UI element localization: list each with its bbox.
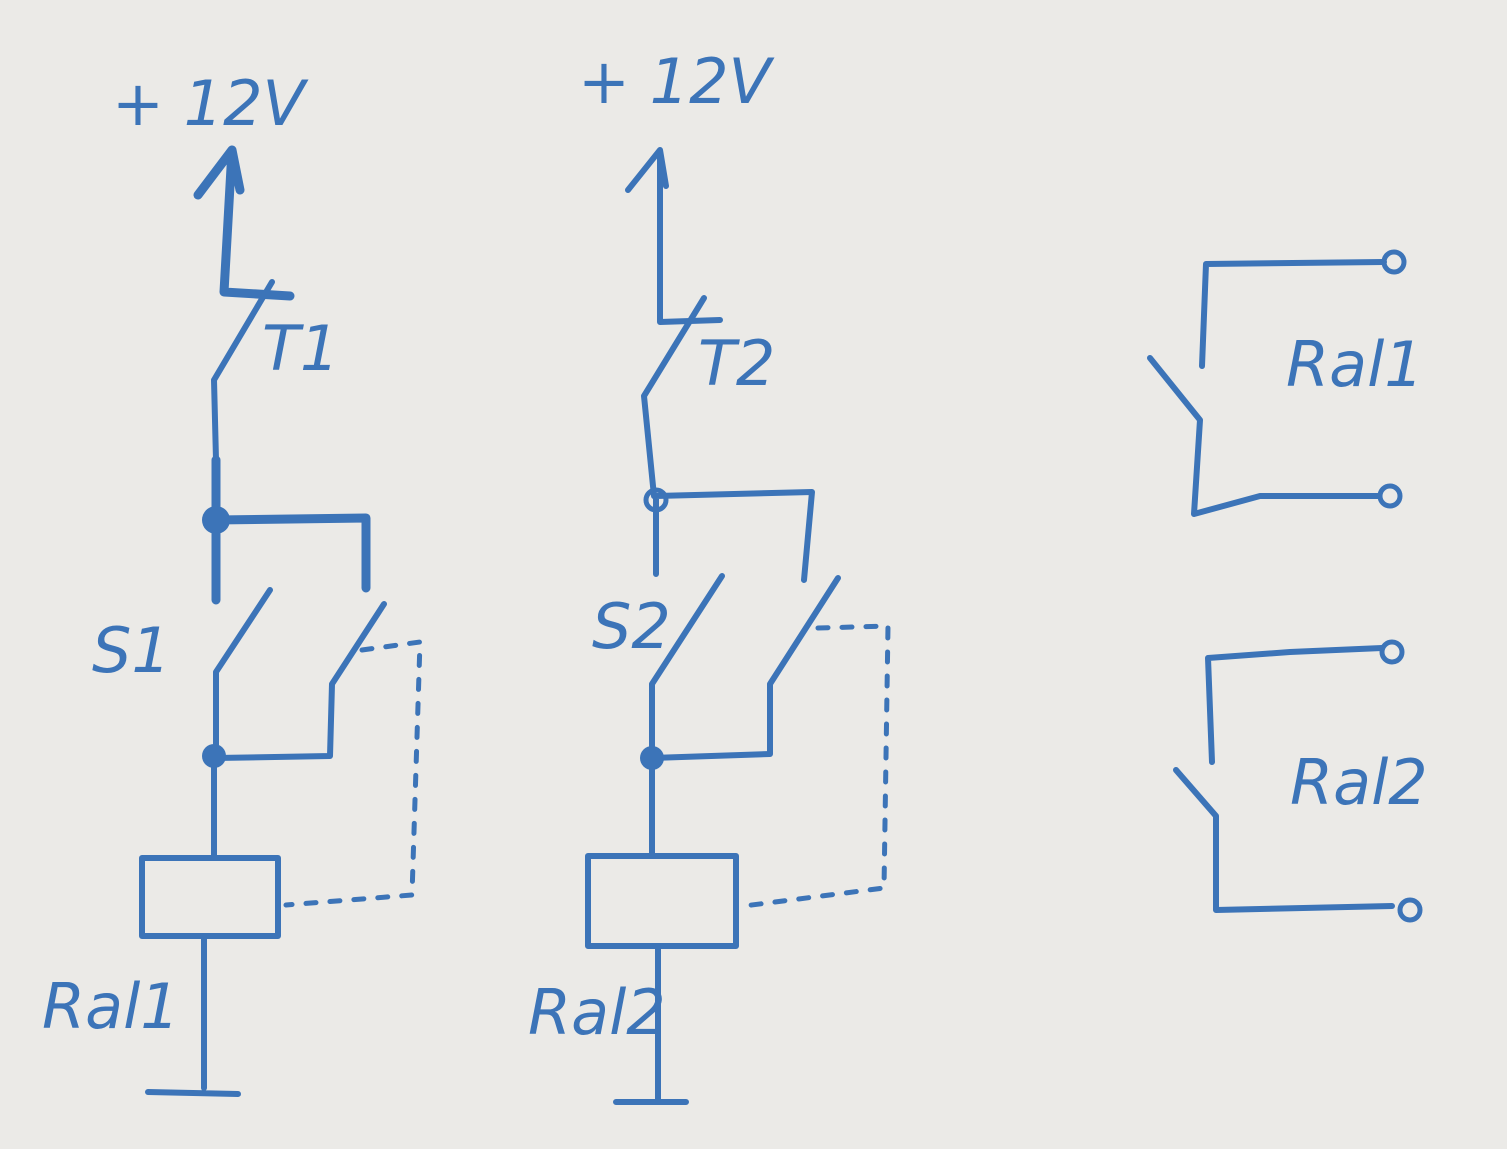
relay-contact-2-terminal-bottom bbox=[1397, 897, 1423, 923]
middle-pushbutton-label: T2 bbox=[698, 327, 775, 400]
left-switch-s1 bbox=[213, 587, 387, 763]
middle-switch-label: S2 bbox=[592, 590, 671, 663]
relay-contact-1 bbox=[1147, 259, 1387, 517]
middle-relay-coil bbox=[585, 853, 739, 949]
relay-contacts: Ral1 Ral2 bbox=[1147, 249, 1428, 923]
left-supply-label: + 12V bbox=[112, 67, 310, 140]
middle-mechanical-link bbox=[741, 623, 891, 909]
middle-switch-s2 bbox=[649, 573, 841, 763]
left-upper-wire bbox=[211, 455, 371, 605]
left-circuit: + 12V T1 S1 Ral1 bbox=[42, 67, 423, 1097]
middle-supply-arrow bbox=[625, 147, 723, 325]
left-supply-arrow bbox=[193, 145, 295, 301]
relay-contact-1-terminal-top bbox=[1381, 249, 1407, 275]
left-lower-junction bbox=[202, 744, 226, 768]
left-pushbutton-t1 bbox=[211, 279, 275, 463]
left-switch-label: S1 bbox=[92, 614, 171, 687]
middle-upper-junction bbox=[643, 487, 669, 513]
middle-ground bbox=[613, 943, 689, 1105]
left-ground bbox=[145, 933, 241, 1097]
relay-contact-2-terminal-top bbox=[1379, 639, 1405, 665]
middle-pushbutton-t2 bbox=[641, 295, 707, 499]
relay-contact-2-label: Ral2 bbox=[1290, 746, 1428, 819]
left-mechanical-link bbox=[283, 639, 423, 908]
left-upper-junction bbox=[202, 506, 230, 534]
relay-contact-1-terminal-bottom bbox=[1377, 483, 1403, 509]
middle-circuit: + 12V T2 S2 Ral2 bbox=[528, 45, 891, 1105]
middle-supply-label: + 12V bbox=[578, 45, 776, 118]
middle-upper-wire bbox=[653, 489, 815, 583]
relay-contact-1-label: Ral1 bbox=[1286, 328, 1424, 401]
relay-contact-2 bbox=[1173, 645, 1395, 913]
left-relay-label: Ral1 bbox=[42, 970, 180, 1043]
left-pushbutton-label: T1 bbox=[262, 312, 339, 385]
left-relay-coil bbox=[139, 855, 281, 939]
middle-relay-label: Ral2 bbox=[528, 976, 666, 1049]
